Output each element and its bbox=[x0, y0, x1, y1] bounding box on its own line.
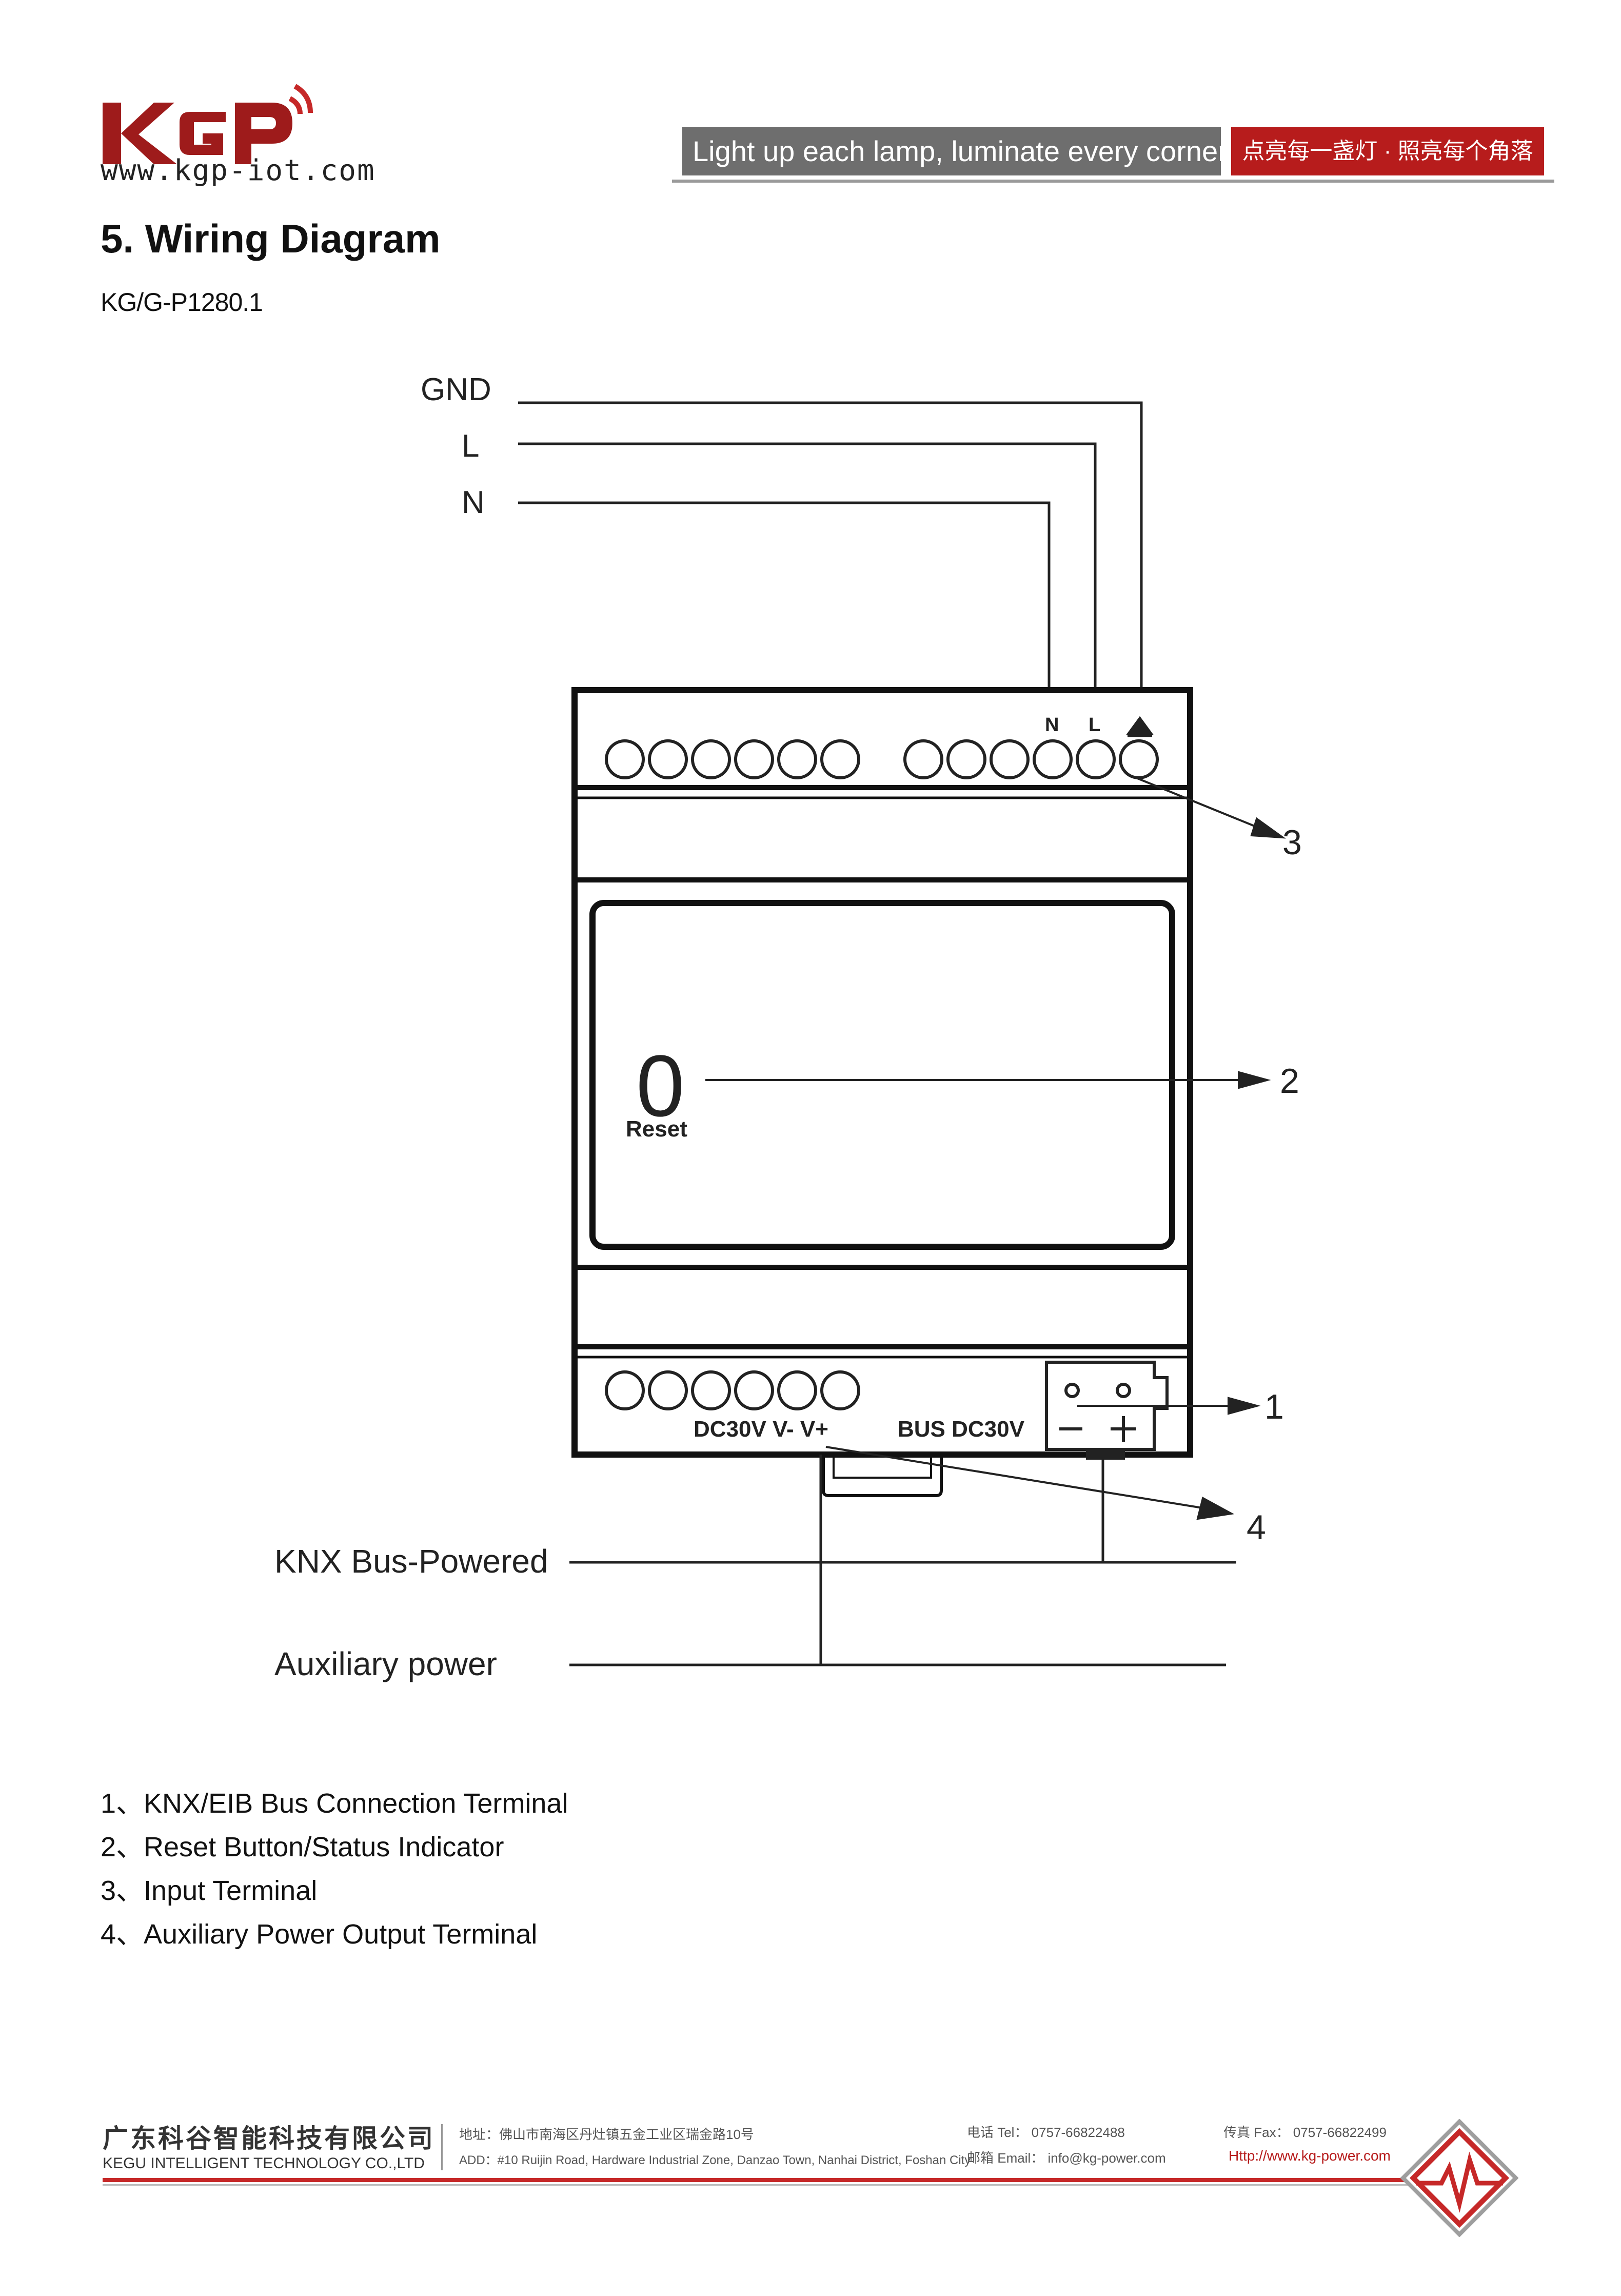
footer-fax: 传真 Fax： 0757-66822499 bbox=[1223, 2125, 1387, 2140]
l-wire bbox=[518, 442, 1097, 690]
legend-item-3: 3、Input Terminal bbox=[101, 1875, 318, 1906]
kgp-logo bbox=[103, 84, 313, 164]
legend-item-2: 2、Reset Button/Status Indicator bbox=[101, 1832, 504, 1862]
footer-grey-rule bbox=[103, 2184, 1447, 2186]
reset-label: Reset bbox=[626, 1116, 687, 1142]
l-label: L bbox=[462, 428, 479, 464]
footer-website-link[interactable]: Http://www.kg-power.com bbox=[1229, 2148, 1391, 2164]
gnd-wire bbox=[518, 401, 1143, 690]
n-label: N bbox=[462, 485, 485, 520]
reset-digit: 0 bbox=[636, 1037, 685, 1135]
terminal-n-label: N bbox=[1045, 714, 1059, 736]
pulse-diamond-icon bbox=[1400, 2119, 1518, 2237]
company-name-cn: 广东科谷智能科技有限公司 bbox=[103, 2124, 435, 2153]
model-number: KG/G-P1280.1 bbox=[101, 288, 263, 317]
aux-terminals-bottom bbox=[605, 1370, 860, 1410]
footer-email: 邮箱 Email： info@kg-power.com bbox=[967, 2150, 1166, 2166]
footer-red-rule bbox=[103, 2178, 1447, 2182]
callout-4: 4 bbox=[1247, 1508, 1266, 1547]
address-cn: 地址：佛山市南海区丹灶镇五金工业区瑞金路10号 bbox=[459, 2127, 754, 2142]
callout-1: 1 bbox=[1264, 1387, 1284, 1426]
auxiliary-power-label: Auxiliary power bbox=[274, 1645, 497, 1682]
legend-item-4: 4、Auxiliary Power Output Terminal bbox=[101, 1919, 538, 1950]
terminal-l-label: L bbox=[1089, 714, 1100, 736]
section-title: 5. Wiring Diagram bbox=[101, 216, 441, 261]
slogan-cn: 点亮每一盏灯 · 照亮每个角落 bbox=[1231, 127, 1544, 175]
knx-bus-powered-label: KNX Bus-Powered bbox=[274, 1543, 548, 1580]
logo-website: www.kgp-iot.com bbox=[101, 154, 375, 187]
gnd-label: GND bbox=[421, 372, 491, 407]
footer-divider bbox=[441, 2124, 443, 2170]
n-wire bbox=[518, 501, 1051, 690]
slogan-en: Light up each lamp, luminate every corne… bbox=[682, 127, 1228, 175]
dc30v-label: DC30V V- V+ bbox=[694, 1417, 828, 1442]
header-divider bbox=[672, 180, 1554, 183]
device-body bbox=[571, 687, 1193, 1497]
callout-3: 3 bbox=[1282, 823, 1302, 862]
legend-item-1: 1、KNX/EIB Bus Connection Terminal bbox=[101, 1788, 568, 1819]
input-terminals-top bbox=[605, 739, 1159, 779]
bus-dc30v-label: BUS DC30V bbox=[898, 1417, 1025, 1442]
footer-tel: 电话 Tel： 0757-66822488 bbox=[967, 2125, 1125, 2140]
company-name-en: KEGU INTELLIGENT TECHNOLOGY CO.,LTD bbox=[103, 2155, 425, 2172]
ground-symbol-icon bbox=[1126, 716, 1154, 737]
knx-bus-connector bbox=[1045, 1361, 1169, 1460]
callout-2: 2 bbox=[1280, 1062, 1299, 1101]
address-en: ADD：#10 Ruijin Road, Hardware Industrial… bbox=[459, 2153, 971, 2167]
